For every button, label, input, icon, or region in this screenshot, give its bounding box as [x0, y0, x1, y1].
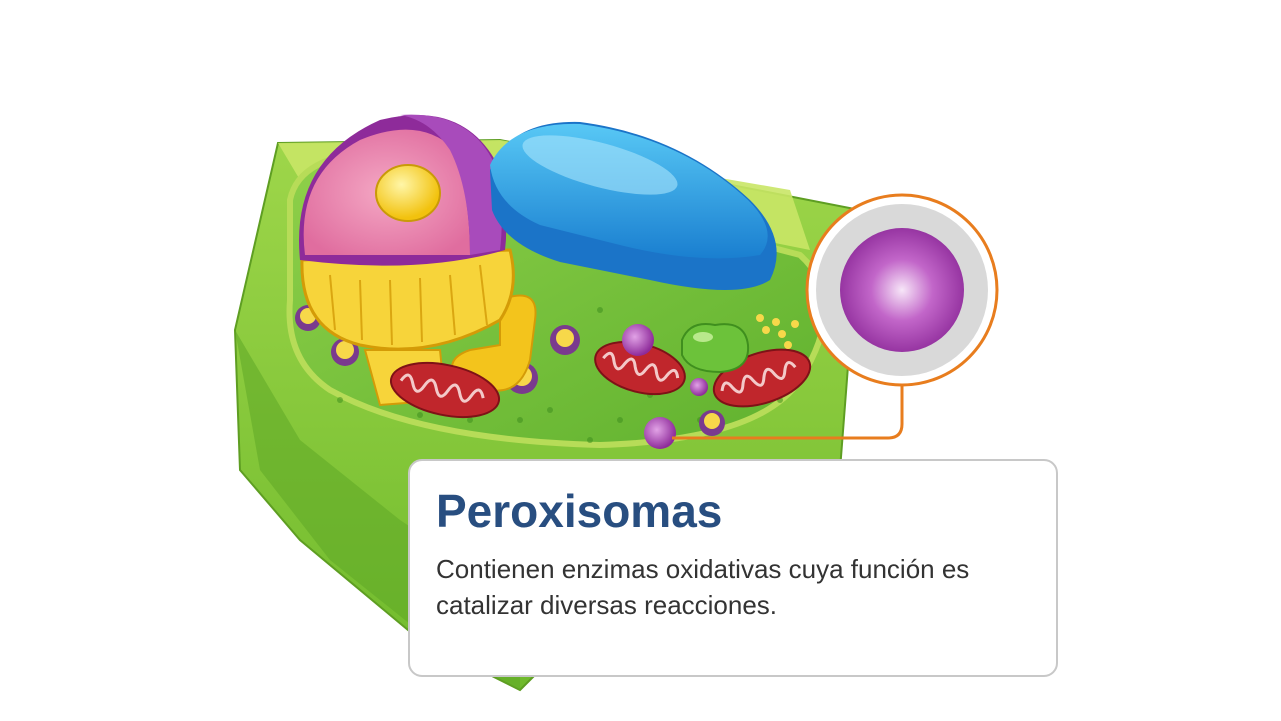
nucleus [299, 114, 515, 351]
card-title: Peroxisomas [436, 485, 723, 537]
peroxisomes [622, 324, 708, 449]
card-description: Contienen enzimas oxidativas cuya funció… [436, 554, 970, 620]
vacuole [490, 121, 777, 290]
peroxisome-zoom-icon [805, 193, 999, 387]
green-organelle [681, 323, 750, 374]
ribosomes [756, 314, 799, 349]
mitochondria [389, 340, 812, 418]
callout-connector [672, 384, 904, 440]
info-card: Peroxisomas Contienen enzimas oxidativas… [408, 459, 1058, 677]
